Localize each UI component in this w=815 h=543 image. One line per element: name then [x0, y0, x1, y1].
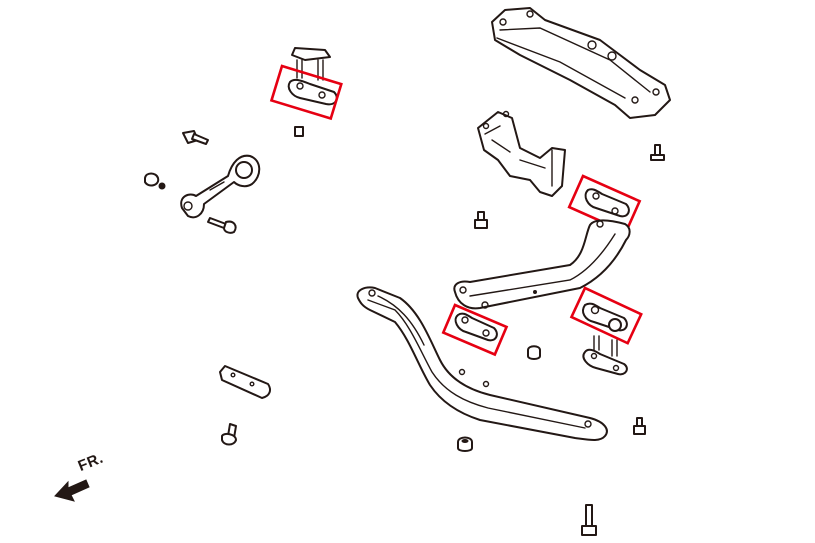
highlight-box-center: [441, 303, 509, 357]
right-lower-bushing-pad: [582, 302, 628, 376]
lower-long-crossmember: [356, 286, 608, 441]
right-upper-bushing-pad: [584, 188, 630, 218]
rear-crossmember-arm: [453, 219, 631, 310]
top-crossmember: [491, 7, 671, 119]
bolt-right-upper: [650, 144, 665, 161]
pitch-stop-bolts: [144, 130, 237, 234]
upper-left-bushing-pad: [287, 47, 338, 137]
bolt-lower-left: [221, 423, 237, 446]
bolt-lower-right: [633, 417, 646, 435]
nut-center: [527, 345, 541, 360]
transmission-bracket: [477, 110, 566, 197]
highlight-box-upper-left: [269, 64, 343, 121]
highlight-box-right-lower: [569, 286, 643, 345]
bolt-bracket-left: [474, 211, 488, 229]
center-bushing-pad: [454, 312, 498, 342]
spacer-plate: [219, 365, 271, 399]
highlight-box-right-upper: [567, 174, 642, 234]
nut-lower-center: [457, 436, 473, 452]
arrow-left-icon: [54, 479, 90, 502]
bolt-bottom: [581, 504, 597, 536]
pitch-stop-link: [180, 154, 261, 219]
